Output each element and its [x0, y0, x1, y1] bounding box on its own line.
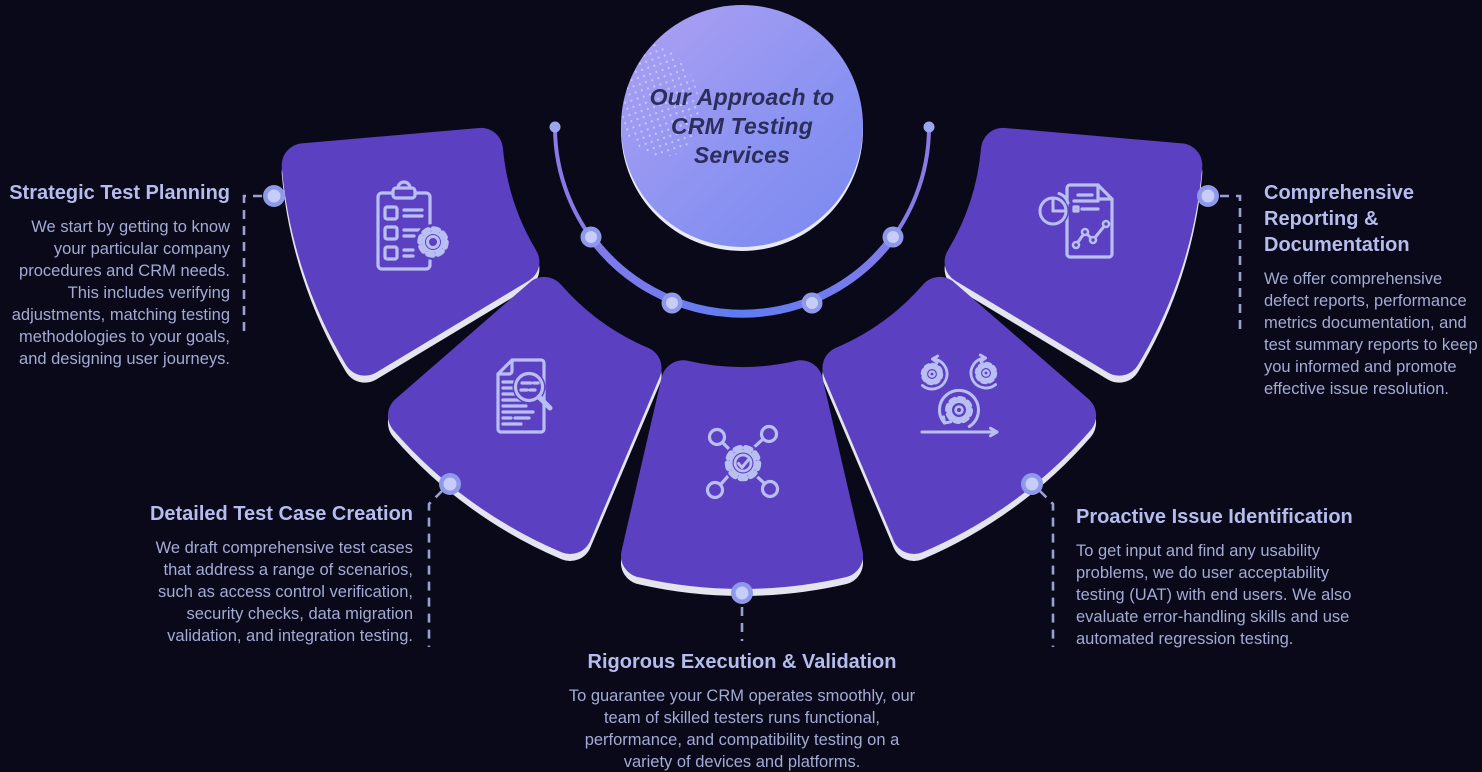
dotted-texture [621, 43, 700, 157]
connector-dot [1021, 473, 1043, 495]
step-description: To guarantee your CRM operates smoothly,… [568, 687, 916, 771]
arc-end-dot [923, 121, 935, 133]
connector-dot [439, 473, 461, 495]
connector-dashed-lines [242, 194, 1242, 647]
arc-end-dot [549, 121, 561, 133]
step-description: We offer comprehensive defect reports, p… [1264, 270, 1478, 398]
connector-dot [1197, 185, 1219, 207]
arc-node-dot [882, 226, 904, 248]
step-detailed-test-case-creation: Detailed Test Case Creation We draft com… [143, 502, 413, 647]
report-chart-document-icon [1037, 183, 1114, 259]
clipboard-checklist-gear-icon [376, 180, 451, 271]
gear-check-network-icon [705, 424, 780, 500]
center-circle [621, 5, 863, 251]
wedge-detailed-test-case-creation [387, 276, 662, 555]
step-description: To get input and find any usability prob… [1076, 542, 1352, 648]
center-title: Our Approach to CRM Testing Services [649, 84, 835, 168]
connector-dot [731, 582, 753, 604]
step-title: Rigorous Execution & Validation [587, 651, 897, 673]
connector-arc [549, 121, 935, 318]
connector-dashed-line [1220, 194, 1242, 330]
step-strategic-test-planning: Strategic Test Planning We start by gett… [2, 181, 230, 370]
step-title: Proactive Issue Identification [1076, 506, 1353, 528]
connector-dot [263, 185, 285, 207]
step-comprehensive-reporting-documentation: Comprehensive Reporting & Documentation … [1264, 180, 1478, 400]
agile-sprint-gears-icon [920, 353, 999, 438]
step-title: Comprehensive Reporting & Documentation [1264, 182, 1415, 256]
step-description: We start by getting to know your particu… [11, 218, 230, 368]
step-description: We draft comprehensive test cases that a… [155, 539, 413, 645]
step-proactive-issue-identification: Proactive Issue Identification To get in… [1076, 505, 1370, 650]
wedge-proactive-issue-identification [822, 276, 1097, 555]
step-rigorous-execution-validation: Rigorous Execution & Validation To guara… [564, 650, 920, 772]
step-title: Detailed Test Case Creation [149, 503, 413, 525]
wedge-comprehensive-reporting [944, 127, 1203, 376]
wedge-strategic-test-planning [281, 127, 540, 376]
connector-dashed-line [1039, 490, 1055, 647]
connector-dashed-line [242, 194, 262, 331]
connector-dots [263, 185, 1219, 604]
step-title: Strategic Test Planning [9, 182, 230, 204]
document-magnifier-icon [496, 358, 553, 434]
arc-node-dot [661, 292, 683, 314]
arc-node-dot [580, 226, 602, 248]
connector-dashed-line [427, 490, 443, 647]
arc-node-dot [801, 292, 823, 314]
